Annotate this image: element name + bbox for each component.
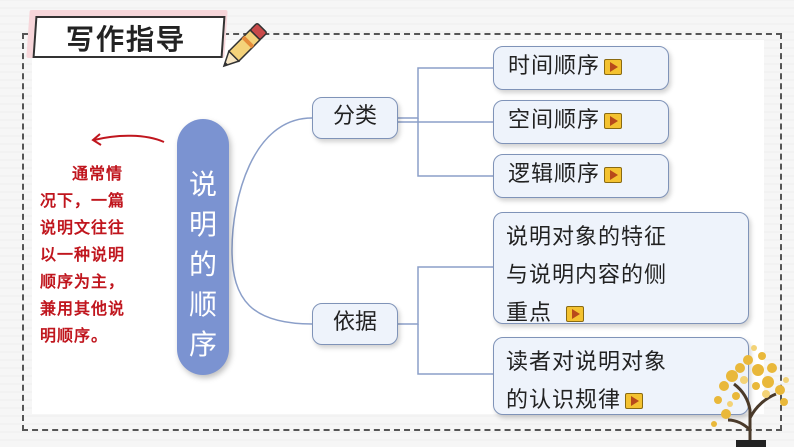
leaf-line: 的认识规律: [506, 388, 622, 413]
note-line: 说明文往往: [40, 218, 126, 237]
center-topic: 说 明 的 顺 序: [177, 119, 229, 375]
play-icon[interactable]: [604, 113, 623, 129]
ginkgo-tree-icon: [711, 345, 789, 447]
leaf-reader-cognition: 读者对说明对象 的认识规律: [493, 337, 749, 415]
branch-label: 依据: [332, 310, 377, 335]
pen-icon: [222, 23, 267, 68]
center-char: 序: [188, 328, 217, 361]
note-line: 兼用其他说: [40, 299, 126, 318]
center-char: 顺: [188, 288, 217, 321]
leaf-space-order: 空间顺序: [493, 100, 669, 144]
leaf-line: 与说明内容的侧: [506, 263, 668, 288]
leaf-object-features: 说明对象的特征 与说明内容的侧 重点: [493, 212, 749, 326]
note-line: 况下，一篇: [40, 191, 126, 210]
note-line: 通常情: [72, 164, 124, 183]
leaf-label: 空间顺序: [508, 108, 601, 133]
leaf-label: 时间顺序: [508, 54, 601, 79]
branch-basis: 依据: [312, 303, 398, 345]
side-note: 通常情 况下，一篇 说明文往往 以一种说明 顺序为主， 兼用其他说 明顺序。: [40, 160, 168, 349]
play-icon[interactable]: [566, 306, 585, 322]
center-char: 明: [188, 208, 217, 241]
center-char: 说: [188, 168, 217, 201]
center-char: 的: [188, 248, 217, 281]
play-icon[interactable]: [604, 167, 623, 183]
leaf-line: 说明对象的特征: [506, 225, 668, 250]
leaf-logic-order: 逻辑顺序: [493, 154, 669, 198]
leaf-line: 读者对说明对象: [506, 350, 668, 375]
title-tag: 写作指导: [26, 10, 228, 62]
curved-arrow-icon: [91, 133, 165, 146]
note-line: 以一种说明: [40, 245, 126, 264]
play-icon[interactable]: [604, 59, 623, 75]
branch-classification: 分类: [312, 97, 398, 139]
note-line: 明顺序。: [40, 326, 109, 345]
dashed-frame: [22, 33, 782, 431]
page-title: 写作指导: [66, 23, 187, 56]
center-topic-label: 说 明 的 顺 序: [177, 165, 229, 365]
play-icon[interactable]: [625, 393, 644, 409]
note-line: 顺序为主，: [40, 272, 126, 291]
leaf-time-order: 时间顺序: [493, 46, 669, 90]
branch-label: 分类: [332, 104, 377, 129]
leaf-line: 重点: [506, 301, 553, 326]
leaf-label: 逻辑顺序: [508, 162, 601, 187]
